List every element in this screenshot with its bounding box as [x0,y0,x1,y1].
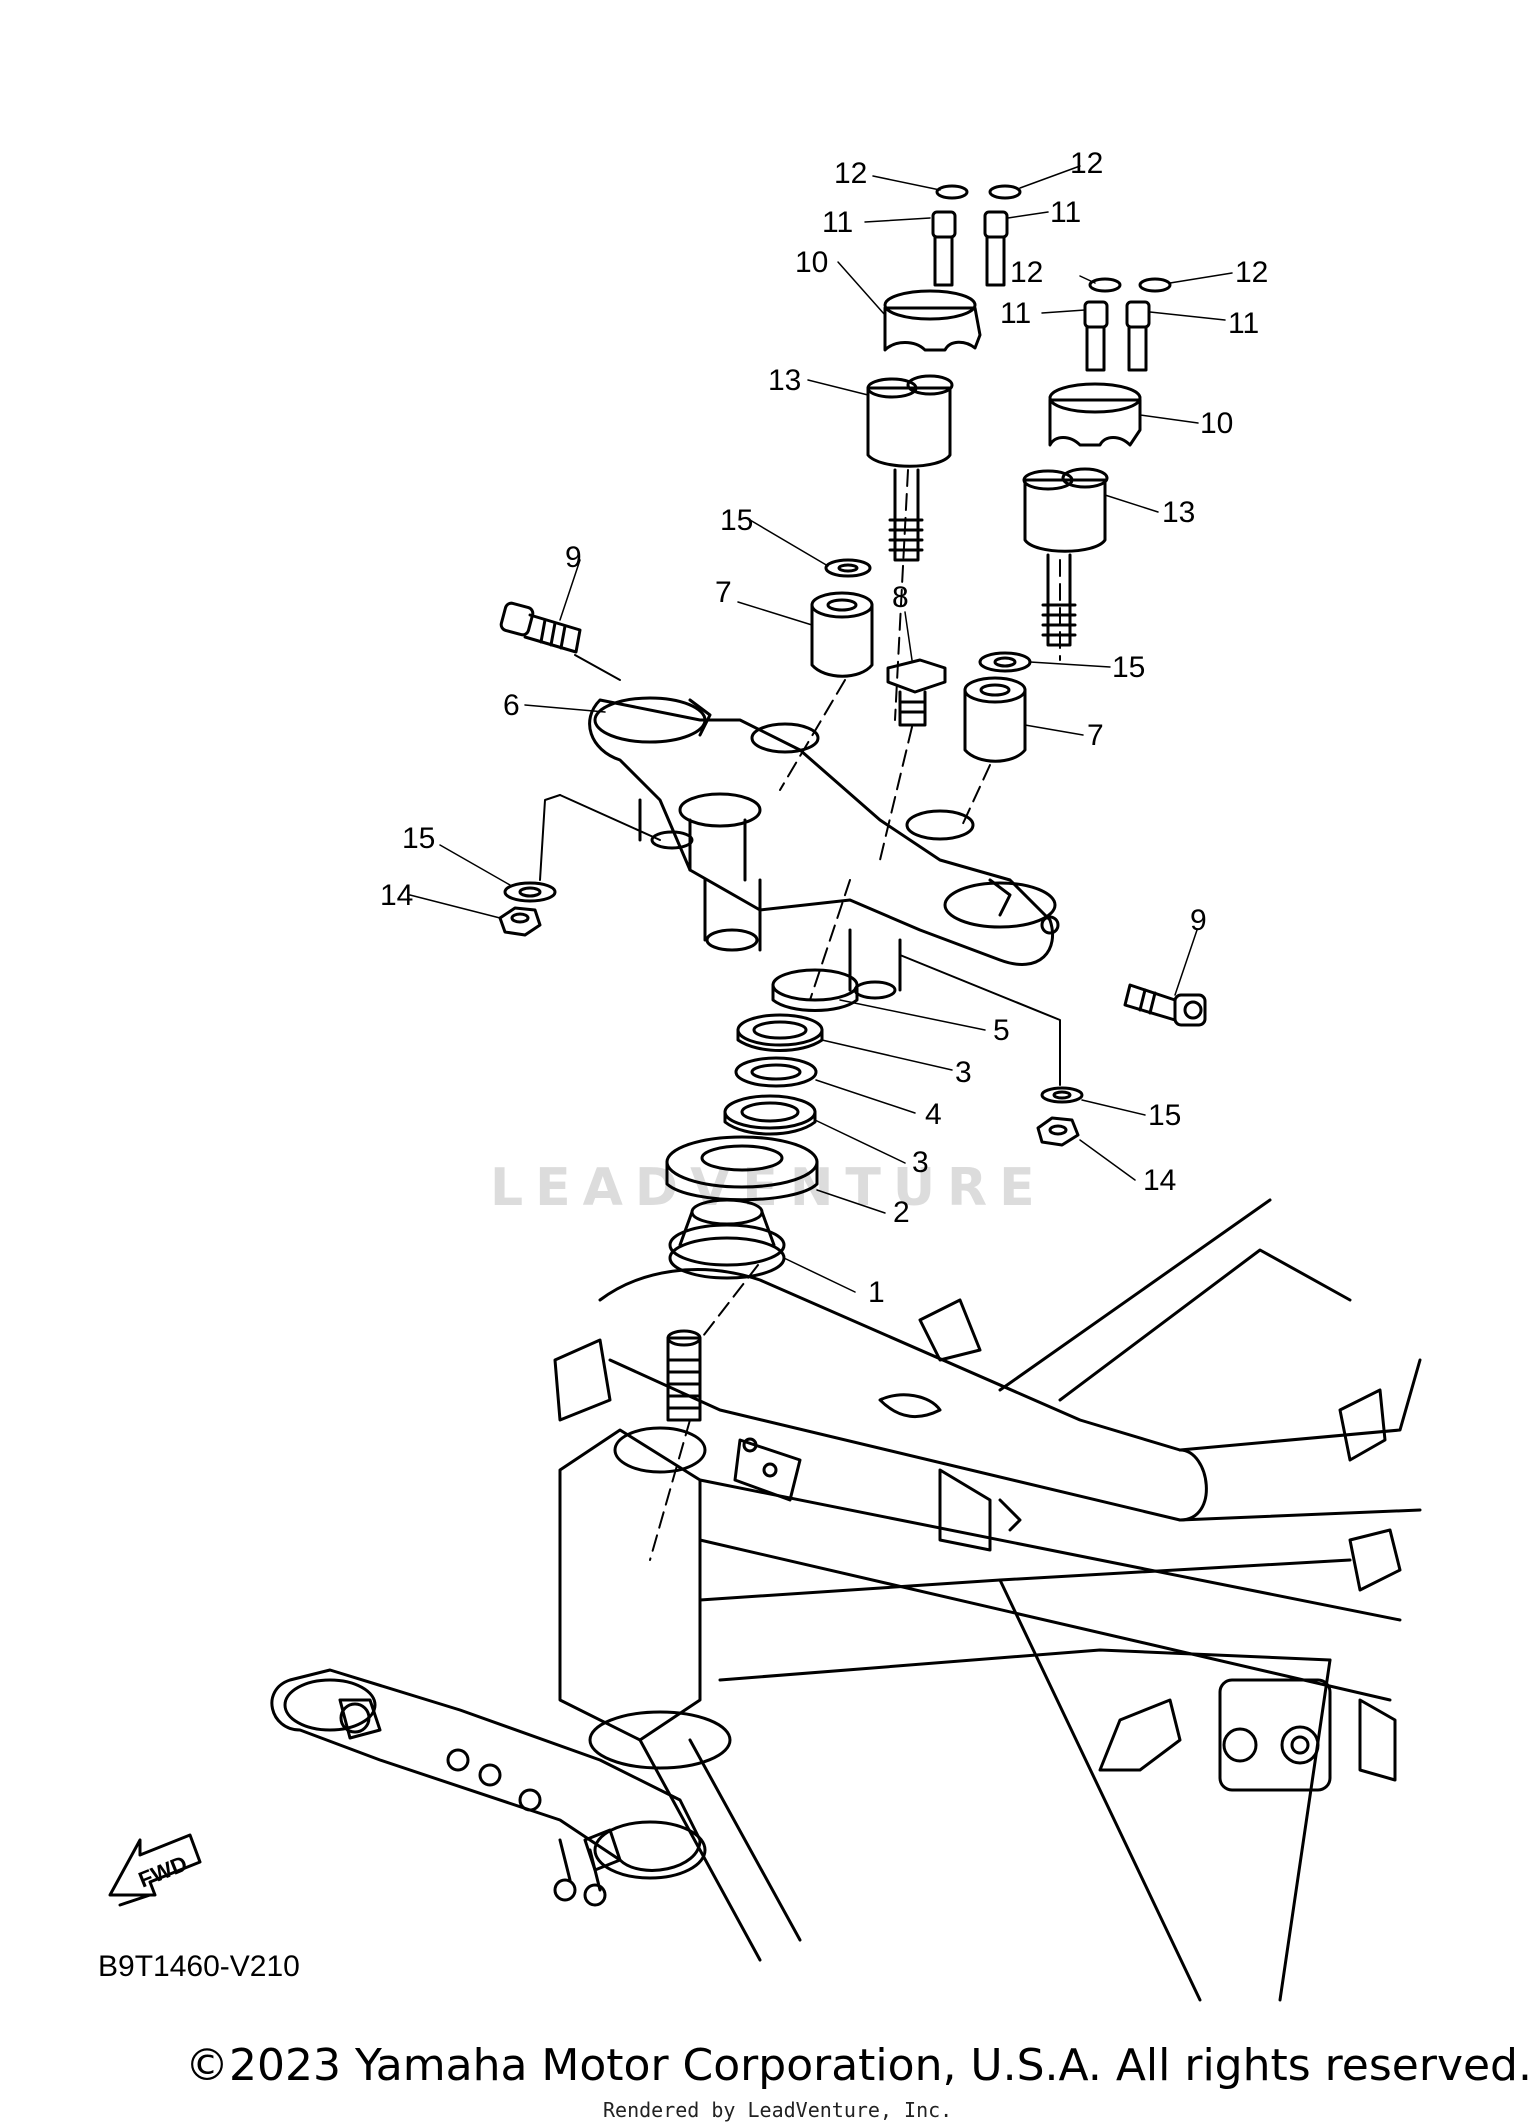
callout-11: 11 [1228,307,1259,340]
fwd-arrow-icon [108,1833,202,1907]
lock-washer-5 [771,968,859,1012]
callout-3: 3 [955,1056,972,1089]
callout-14: 14 [1143,1164,1176,1197]
leader-lines [409,165,1233,1293]
copyright-notice: ©2023 Yamaha Motor Corporation, U.S.A. A… [185,2040,1532,2091]
callout-4: 4 [925,1098,942,1131]
callout-9: 9 [1190,904,1207,937]
callout-3: 3 [912,1146,929,1179]
nut-14-right [1036,1116,1080,1147]
ring-nut-3-lower [723,1094,817,1136]
callout-15: 15 [402,822,435,855]
callout-13: 13 [1162,496,1195,529]
callout-15: 15 [1112,651,1145,684]
handlebar-clamp-10-right [1048,382,1142,447]
bolt-11-right [1083,300,1151,372]
callout-2: 2 [893,1196,910,1229]
callout-10: 10 [1200,407,1233,440]
callout-8: 8 [892,581,909,614]
lower-bracket [270,1668,707,1907]
bolt-9-left [499,601,582,654]
frame [553,1198,1422,2002]
alignment-lines [649,469,1061,1561]
exploded-parts-diagram: 12 12 12 12 11 11 11 11 10 10 13 13 15 1… [108,147,1422,2002]
diagram-code: B9T1460-V210 [98,1950,300,1983]
nut-14-left [498,906,542,937]
washer-15-left-upper [824,558,872,578]
riser-13-right [1022,467,1109,647]
callout-12: 12 [1010,256,1043,289]
riser-13-left [866,374,954,562]
fwd-label: FWD [135,1851,191,1893]
upper-bracket-6 [588,696,1060,1000]
callout-11: 11 [1000,297,1031,330]
bolt-11-left [931,210,1009,287]
callout-15: 15 [1148,1099,1181,1132]
callout-labels: 12 12 12 12 11 11 11 11 10 10 13 13 15 1… [135,147,1268,1893]
cap-12-right [1088,277,1172,293]
handlebar-clamp-10-left [883,289,982,352]
cap-12-left [935,184,1022,200]
callout-11: 11 [1050,196,1081,229]
callout-15: 15 [720,504,753,537]
washer-15-right-upper [978,651,1032,673]
callout-11: 11 [822,206,853,239]
callout-14: 14 [380,879,413,912]
washer-15-right-lower [1040,1086,1084,1104]
rendered-by-notice: Rendered by LeadVenture, Inc. [603,2098,953,2122]
callout-13: 13 [768,364,801,397]
callout-12: 12 [834,157,867,190]
callout-12: 12 [1235,256,1268,289]
washer-15-left-lower [503,881,557,903]
callout-7: 7 [715,576,732,609]
ring-nut-3-upper [736,1013,824,1052]
pinch-bolt-8 [886,658,947,727]
callout-9: 9 [565,541,582,574]
callout-1: 1 [868,1276,885,1309]
bearing-2 [665,1135,819,1202]
collar-7-left [810,591,874,678]
callout-12: 12 [1070,147,1103,180]
assembly-lines [539,654,1061,1086]
collar-7-right [963,676,1027,763]
washer-4 [734,1056,818,1088]
callout-5: 5 [993,1014,1010,1047]
callout-6: 6 [503,689,520,722]
steering-stem [666,1329,702,1422]
bearing-1 [668,1198,786,1280]
callout-7: 7 [1087,719,1104,752]
callout-10: 10 [795,246,828,279]
bolt-9-right [1123,983,1207,1027]
